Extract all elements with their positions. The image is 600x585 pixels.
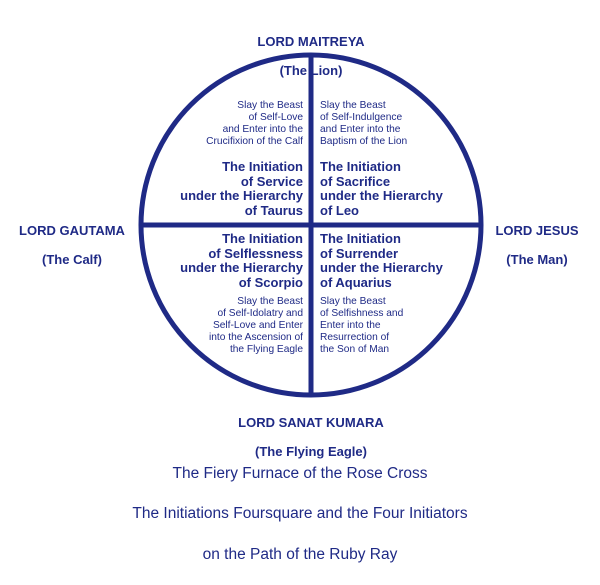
caption-line-2: The Initiations Foursquare and the Four … [132,505,468,523]
top-initiator-symbol: (The Lion) [279,62,343,78]
top-initiator: LORD MAITREYA (The Lion) [211,20,411,93]
caption-line-1: The Fiery Furnace of the Rose Cross [172,465,428,483]
caption-line-3: on the Path of the Ruby Ray [202,545,398,563]
bottom-initiator-symbol: (The Flying Eagle) [255,443,367,459]
right-initiator: LORD JESUS (The Man) [483,209,591,282]
lower-left-initiation: The Initiation of Selflessness under the… [180,231,303,291]
upper-left-initiation: The Initiation of Service under the Hier… [180,159,303,219]
upper-left-beast-text: Slay the Beast of Self-Love and Enter in… [206,100,303,147]
upper-right-beast-text: Slay the Beast of Self-Indulgence and En… [320,100,408,147]
left-initiator-symbol: (The Calf) [42,251,102,267]
left-initiator-name: LORD GAUTAMA [19,222,125,238]
lower-right-beast-text: Slay the Beast of Selfishness and Enter … [320,296,404,355]
upper-right-initiation: The Initiation of Sacrifice under the Hi… [320,159,443,219]
lower-left-beast-text: Slay the Beast of Self-Idolatry and Self… [208,296,303,355]
right-initiator-symbol: (The Man) [506,251,568,267]
bottom-initiator-name: LORD SANAT KUMARA [238,414,384,430]
lower-right-initiation: The Initiation of Surrender under the Hi… [320,231,443,291]
rose-cross-diagram [138,52,484,398]
diagram-page: LORD MAITREYA (The Lion) LORD GAUTAMA (T… [8,20,591,563]
top-initiator-name: LORD MAITREYA [257,33,365,49]
left-initiator: LORD GAUTAMA (The Calf) [8,209,136,282]
right-initiator-name: LORD JESUS [495,222,579,238]
bottom-initiator: LORD SANAT KUMARA (The Flying Eagle) [191,401,431,474]
caption: The Fiery Furnace of the Rose Cross The … [0,444,600,585]
